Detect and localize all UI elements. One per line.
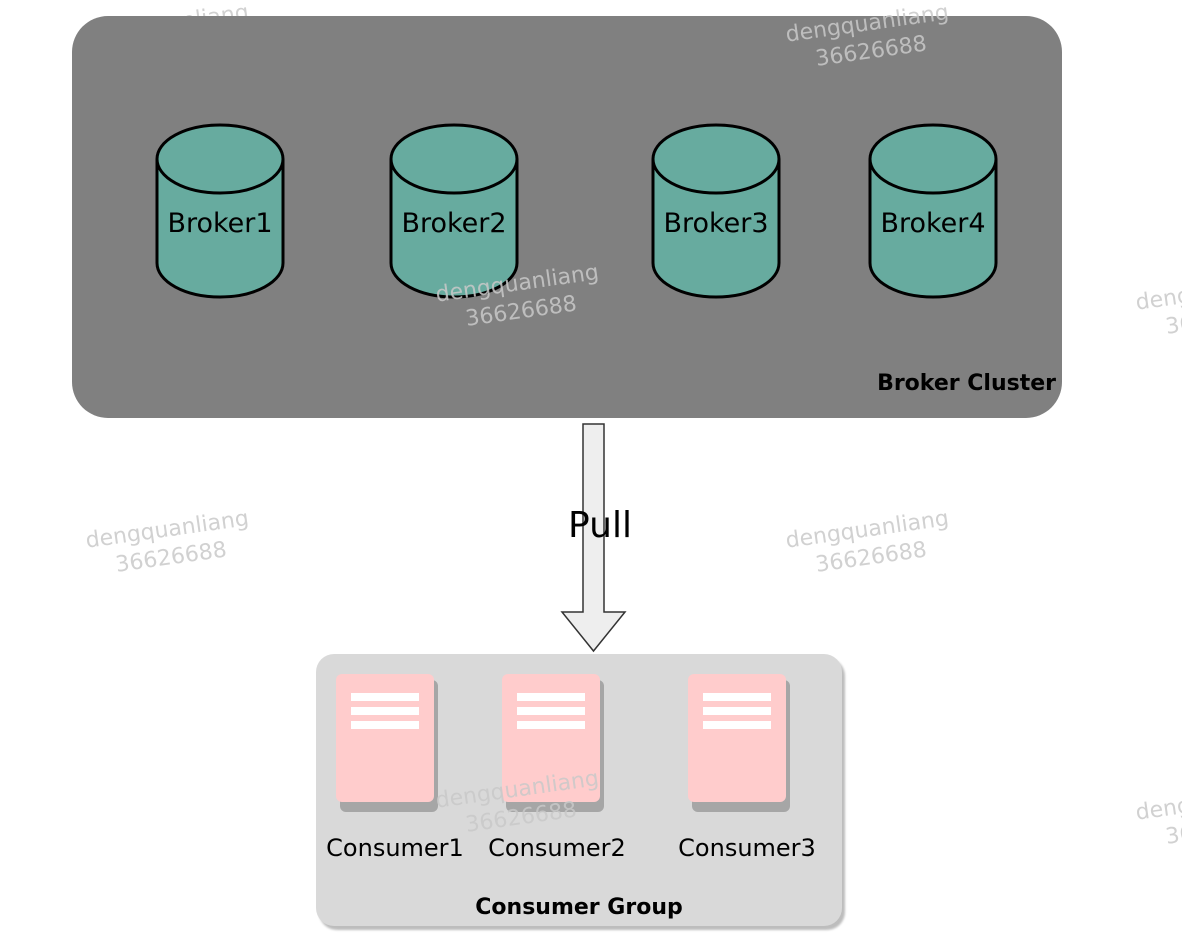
consumer-2-document-icon	[502, 674, 604, 812]
broker-2: Broker2	[389, 123, 519, 299]
watermark: dengquanliang 36626688	[1134, 777, 1182, 855]
document-line	[351, 707, 419, 715]
broker-3: Broker3	[651, 123, 781, 299]
database-icon	[155, 123, 285, 299]
consumer-3-document-icon	[688, 674, 790, 812]
consumer-label: Consumer3	[678, 834, 816, 862]
watermark-name: dengquanliang	[1134, 268, 1182, 316]
broker-1: Broker1	[155, 123, 285, 299]
database-icon	[868, 123, 998, 299]
document-line	[703, 693, 771, 701]
document-line	[517, 721, 585, 729]
document-body	[502, 674, 600, 802]
document-line	[703, 707, 771, 715]
consumer-1-document-icon	[336, 674, 438, 812]
watermark: dengquanliang 36626688	[84, 505, 255, 583]
watermark: dengquanliang 36626688	[1134, 267, 1182, 345]
broker-4: Broker4	[868, 123, 998, 299]
document-line	[351, 721, 419, 729]
broker-label: Broker1	[167, 208, 273, 239]
consumer-label: Consumer1	[326, 834, 464, 862]
consumer-label: Consumer2	[488, 834, 626, 862]
pull-arrow-icon	[560, 423, 627, 653]
broker-label: Broker4	[880, 208, 986, 239]
database-icon	[389, 123, 519, 299]
broker-label: Broker2	[401, 208, 507, 239]
watermark-name: dengquanliang	[1134, 778, 1182, 826]
document-line	[351, 693, 419, 701]
consumer-group-label: Consumer Group	[475, 895, 683, 920]
document-line	[517, 707, 585, 715]
pull-label: Pull	[568, 505, 632, 546]
broker-label: Broker3	[663, 208, 769, 239]
document-line	[703, 721, 771, 729]
database-icon	[651, 123, 781, 299]
document-body	[336, 674, 434, 802]
document-body	[688, 674, 786, 802]
watermark: dengquanliang 36626688	[784, 505, 955, 583]
broker-cluster-label: Broker Cluster	[877, 371, 1056, 396]
document-line	[517, 693, 585, 701]
